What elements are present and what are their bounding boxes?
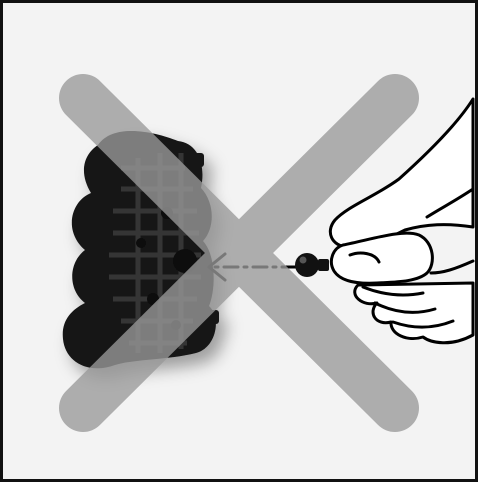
instruction-illustration (3, 3, 478, 482)
black-ball-icon (295, 253, 329, 277)
